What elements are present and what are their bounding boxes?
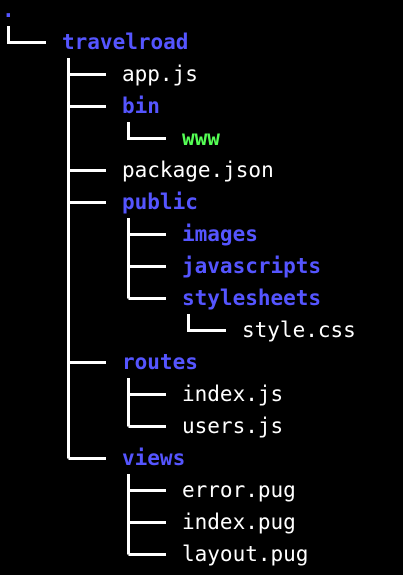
- file-index-js: index.js: [182, 382, 284, 406]
- connector-www: [127, 122, 166, 140]
- dir-stylesheets: stylesheets: [182, 286, 322, 310]
- dir-views: views: [122, 446, 186, 470]
- dir-javascripts: javascripts: [182, 254, 322, 278]
- dir-public: public: [122, 190, 198, 214]
- file-error-pug: error.pug: [182, 478, 296, 502]
- dir-routes: routes: [122, 350, 198, 374]
- file-users-js: users.js: [182, 414, 284, 438]
- dir-images: images: [182, 222, 258, 246]
- file-index-pug: index.pug: [182, 510, 296, 534]
- file-app-js: app.js: [122, 62, 198, 86]
- file-www: www: [182, 126, 220, 150]
- tree-root-dot: .: [2, 0, 15, 22]
- dir-bin: bin: [122, 94, 160, 118]
- connector-travelroad: [7, 26, 46, 44]
- connector-style-css: [187, 314, 226, 332]
- dir-travelroad: travelroad: [62, 30, 189, 54]
- file-layout-pug: layout.pug: [182, 542, 309, 566]
- file-style-css: style.css: [242, 318, 356, 342]
- file-package-json: package.json: [122, 158, 274, 182]
